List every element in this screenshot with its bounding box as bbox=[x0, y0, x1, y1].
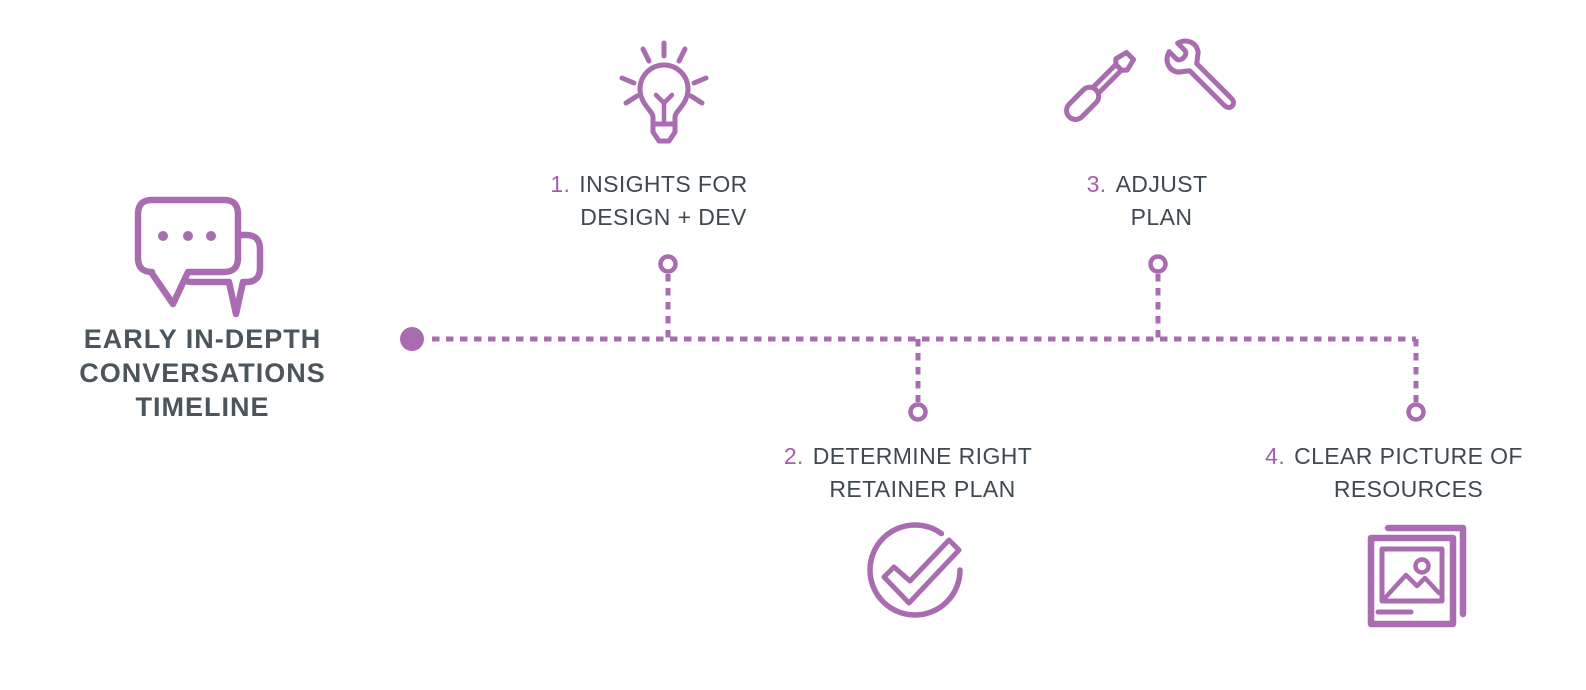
picture-frames-icon bbox=[1367, 524, 1467, 628]
milestone-1: 1. INSIGHTS FOR DESIGN + DEV bbox=[499, 168, 799, 234]
chat-bubbles-icon bbox=[134, 196, 264, 318]
milestone-4-number: 4. bbox=[1265, 443, 1286, 469]
milestone-4-label-line2: RESOURCES bbox=[1333, 476, 1484, 502]
milestone-4: 4. CLEAR PICTURE OF RESOURCES bbox=[1244, 440, 1544, 506]
connector-node-4 bbox=[1406, 402, 1426, 422]
milestone-3-number: 3. bbox=[1086, 171, 1107, 197]
title-line-1: EARLY IN-DEPTH bbox=[83, 324, 322, 354]
milestone-2-number: 2. bbox=[783, 443, 804, 469]
tools-icon bbox=[1064, 38, 1236, 122]
milestone-3-label-line2: PLAN bbox=[1130, 204, 1193, 230]
milestone-2-label-line1: DETERMINE RIGHT bbox=[812, 443, 1033, 469]
milestone-2-label-line2: RETAINER PLAN bbox=[829, 476, 1016, 502]
connector-node-1 bbox=[658, 254, 678, 274]
check-circle-icon bbox=[867, 522, 963, 618]
connector-node-3 bbox=[1148, 254, 1168, 274]
milestone-3: 3. ADJUST PLAN bbox=[997, 168, 1297, 234]
milestone-3-label-line1: ADJUST bbox=[1115, 171, 1208, 197]
timeline-start-dot bbox=[400, 327, 424, 351]
milestone-2: 2. DETERMINE RIGHT RETAINER PLAN bbox=[758, 440, 1058, 506]
milestone-1-label-line2: DESIGN + DEV bbox=[580, 204, 747, 230]
page-title: EARLY IN-DEPTH CONVERSATIONS TIMELINE bbox=[30, 322, 375, 424]
connector-node-2 bbox=[908, 402, 928, 422]
lightbulb-icon bbox=[619, 40, 709, 144]
milestone-1-label-line1: INSIGHTS FOR bbox=[579, 171, 748, 197]
milestone-1-number: 1. bbox=[550, 171, 571, 197]
milestone-4-label-line1: CLEAR PICTURE OF bbox=[1294, 443, 1523, 469]
title-line-3: TIMELINE bbox=[135, 392, 270, 422]
title-line-2: CONVERSATIONS bbox=[79, 358, 326, 388]
